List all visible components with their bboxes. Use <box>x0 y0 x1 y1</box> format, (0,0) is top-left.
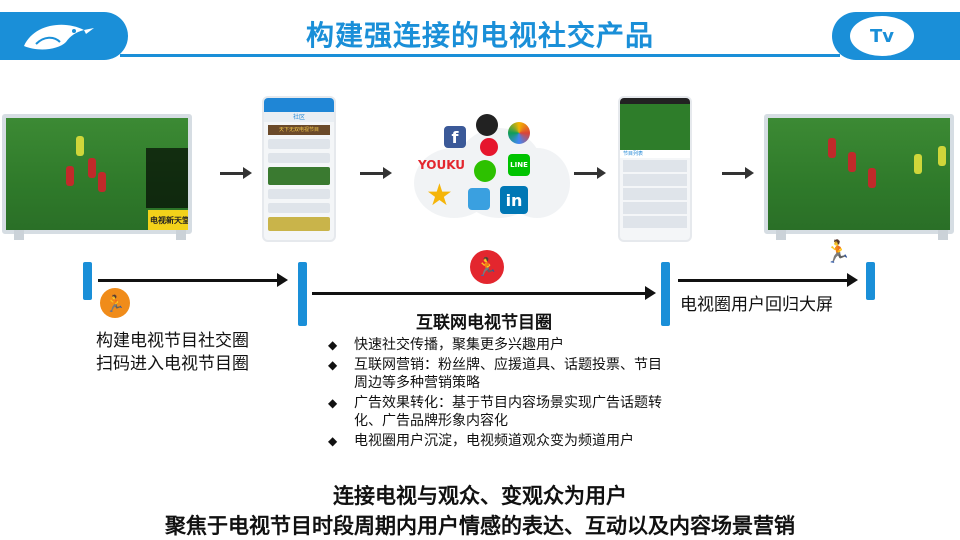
linkedin-icon: in <box>500 186 528 214</box>
player <box>66 166 74 186</box>
player <box>828 138 836 158</box>
phone-video-player <box>620 104 690 150</box>
timeline-arrow <box>98 273 288 287</box>
middle-section-title: 互联网电视节目圈 <box>416 313 552 333</box>
timeline-left-text-2: 扫码进入电视节目圈 <box>96 354 249 374</box>
runner-icon: 🏃 <box>824 240 852 265</box>
youku-icon: YOUKU <box>418 158 465 172</box>
phone-post-row <box>268 153 330 163</box>
youku-text: YOUKU <box>418 158 466 172</box>
phone-list-title: 节目列表 <box>620 150 690 158</box>
phone-post-row <box>268 203 330 213</box>
timeline-arrow <box>678 273 858 287</box>
player <box>938 146 946 166</box>
feature-item: 电视圈用户沉淀，电视频道观众变为频道用户 <box>328 432 668 450</box>
header-right-banner: Tv <box>832 12 960 60</box>
feature-item: 互联网营销：粉丝牌、应援道具、话题投票、节目周边等多种营销策略 <box>328 356 668 392</box>
phone-program-list: 节目列表 <box>618 96 692 242</box>
phone-post-image <box>268 167 330 185</box>
tv-leg <box>14 230 24 240</box>
tv-leg <box>938 230 948 240</box>
phone-post-row <box>268 139 330 149</box>
tv-logo-icon: Tv <box>850 16 914 56</box>
timeline-left-text-1: 构建电视节目社交圈 <box>96 331 249 351</box>
summary-line-2: 聚焦于电视节目时段周期内用户情感的表达、互动以及内容场景营销 <box>165 514 795 538</box>
tv-leg <box>176 230 186 240</box>
page-title: 构建强连接的电视社交产品 <box>305 19 654 52</box>
phone-post-image <box>268 217 330 231</box>
player <box>88 158 96 178</box>
header-left-banner <box>0 12 128 60</box>
photo-app-icon <box>468 188 490 210</box>
phone-list-item <box>623 160 687 172</box>
flow-arrow <box>574 167 606 179</box>
bird-logo-icon <box>24 24 94 50</box>
timeline-marker <box>866 262 875 300</box>
runner-icon: 🏃 <box>470 250 504 284</box>
tv-logo-text: Tv <box>869 25 894 47</box>
timeline-right-text: 电视圈用户回归大屏 <box>680 295 833 315</box>
timeline-marker <box>83 262 92 300</box>
star-icon: ★ <box>426 178 453 213</box>
player <box>76 136 84 156</box>
feature-item: 广告效果转化：基于节目内容场景实现广告话题转化、广告品牌形象内容化 <box>328 394 668 430</box>
line-icon: LINE <box>508 154 530 176</box>
qq-icon <box>476 114 498 136</box>
phone-list-item <box>623 174 687 186</box>
player <box>868 168 876 188</box>
comment-overlay <box>146 148 188 208</box>
soccer-field <box>768 118 950 230</box>
summary-line-1: 连接电视与观众、变观众为用户 <box>333 484 627 508</box>
facebook-icon: f <box>444 126 466 148</box>
phone-banner: 天下无双电视节目 <box>268 125 330 135</box>
feature-list: 快速社交传播，聚集更多兴趣用户 互联网营销：粉丝牌、应援道具、话题投票、节目周边… <box>328 336 668 452</box>
runner-icon: 🏃 <box>100 288 130 318</box>
phone-status-bar <box>620 98 690 104</box>
phone-tab: 社区 <box>264 112 334 122</box>
weibo-icon <box>480 138 498 156</box>
player <box>98 172 106 192</box>
timeline-marker <box>661 262 670 326</box>
social-cloud: f YOUKU LINE ★ in <box>404 108 572 226</box>
header-divider <box>120 54 840 57</box>
flow-arrow <box>722 167 754 179</box>
flow-arrow <box>220 167 252 179</box>
flow-arrow <box>360 167 392 179</box>
camera-app-icon <box>508 122 530 144</box>
feature-item: 快速社交传播，聚集更多兴趣用户 <box>328 336 668 354</box>
tv-left: 电视新天堂 <box>2 114 192 234</box>
phone-list-item <box>623 216 687 228</box>
phone-list-item <box>623 202 687 214</box>
tv-badge: 电视新天堂 <box>148 210 190 230</box>
timeline-arrow <box>312 286 656 300</box>
timeline-marker <box>298 262 307 326</box>
tv-leg <box>776 230 786 240</box>
phone-post-row <box>268 189 330 199</box>
wechat-icon <box>474 160 496 182</box>
phone-community: 社区 天下无双电视节目 <box>262 96 336 242</box>
phone-list-item <box>623 188 687 200</box>
tv-badge-text: 电视新天堂 <box>150 215 190 225</box>
player <box>914 154 922 174</box>
phone-header-bar <box>264 98 334 112</box>
player <box>848 152 856 172</box>
tv-right <box>764 114 954 234</box>
